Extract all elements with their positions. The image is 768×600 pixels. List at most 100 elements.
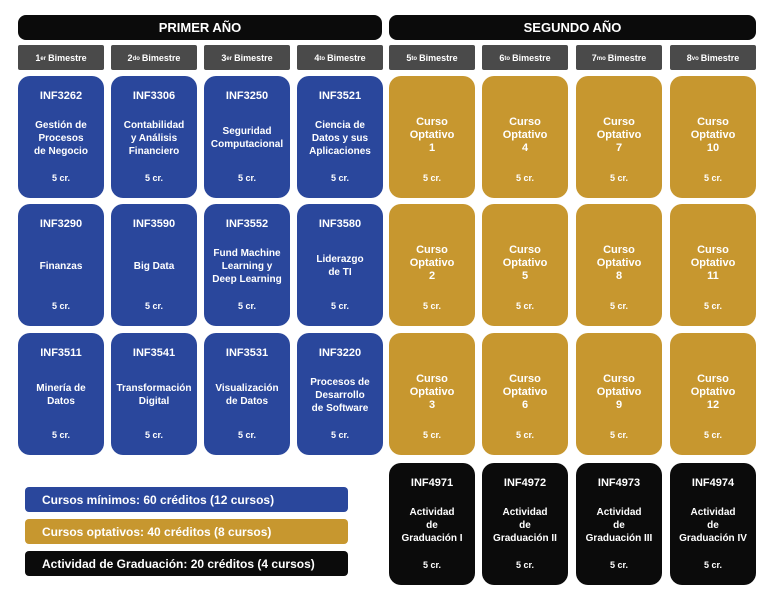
course-name: Curso Optativo 1 <box>409 115 455 154</box>
course-name: Ciencia de Datos y sus Aplicaciones <box>309 119 371 157</box>
term-number: 6 <box>499 52 505 63</box>
course-card: Curso Optativo 11 5 cr. <box>670 204 756 326</box>
course-code: INF3541 <box>132 347 176 359</box>
course-name: Actividad de Graduación IV <box>679 506 747 544</box>
course-credits: 5 cr. <box>144 173 164 183</box>
course-name: Visualización de Datos <box>215 383 279 407</box>
course-name: Actividad de Graduación I <box>401 506 463 544</box>
term-number: 2 <box>127 52 133 63</box>
course-credits: 5 cr. <box>515 430 535 440</box>
course-credits: 5 cr. <box>609 173 629 183</box>
course-credits: 5 cr. <box>422 301 442 311</box>
first-year-header: PRIMER AÑO <box>18 15 382 40</box>
course-credits: 5 cr. <box>51 430 71 440</box>
term-label: Bimestre <box>607 52 647 63</box>
term-label: Bimestre <box>141 52 181 63</box>
second-year-header: SEGUNDO AÑO <box>389 15 756 40</box>
course-name: Transformación Digital <box>116 383 192 407</box>
course-credits: 5 cr. <box>237 173 257 183</box>
course-credits: 5 cr. <box>515 301 535 311</box>
term-label: Bimestre <box>48 52 87 63</box>
course-code: INF3250 <box>225 90 269 102</box>
term-label: Bimestre <box>234 52 273 63</box>
course-name: Curso Optativo 3 <box>409 372 455 411</box>
course-name: Contabilidad y Análisis Financiero <box>123 119 185 157</box>
course-code: INF3306 <box>132 90 176 102</box>
course-code: INF3511 <box>40 347 82 359</box>
term-number: 8 <box>686 52 692 63</box>
course-credits: 5 cr. <box>51 173 71 183</box>
course-name: Curso Optativo 6 <box>502 372 548 411</box>
course-credits: 5 cr. <box>609 301 629 311</box>
course-code: INF3220 <box>318 347 362 359</box>
course-credits: 5 cr. <box>422 173 442 183</box>
course-name: Minería de Datos <box>36 383 86 407</box>
course-code: INF4974 <box>691 477 735 489</box>
course-credits: 5 cr. <box>144 301 164 311</box>
course-name: Actividad de Graduación III <box>585 506 653 544</box>
course-credits: 5 cr. <box>51 301 71 311</box>
term-label: Bimestre <box>512 52 551 63</box>
course-name: Gestión de Procesos de Negocio <box>34 119 88 157</box>
course-credits: 5 cr. <box>515 560 535 570</box>
course-credits: 5 cr. <box>144 430 164 440</box>
course-code: INF3552 <box>225 218 269 230</box>
course-card: Curso Optativo 6 5 cr. <box>482 333 568 455</box>
course-name: Curso Optativo 2 <box>409 243 455 282</box>
course-code: INF3262 <box>39 90 83 102</box>
course-credits: 5 cr. <box>703 430 723 440</box>
term-number: 3 <box>221 52 227 63</box>
course-name: Curso Optativo 7 <box>596 115 642 154</box>
course-code: INF4972 <box>503 477 547 489</box>
course-code: INF3531 <box>225 347 269 359</box>
course-credits: 5 cr. <box>237 430 257 440</box>
term-label: Bimestre <box>327 52 366 63</box>
course-name: Curso Optativo 4 <box>502 115 548 154</box>
course-name: Procesos de Desarrollo de Software <box>310 376 370 414</box>
course-name: Curso Optativo 10 <box>690 115 736 154</box>
course-code: INF3590 <box>132 218 176 230</box>
course-code: INF3580 <box>318 218 362 230</box>
term-label: Bimestre <box>419 52 458 63</box>
term-suffix: er <box>40 55 47 62</box>
term-suffix: do <box>132 55 140 62</box>
course-credits: 5 cr. <box>703 301 723 311</box>
course-credits: 5 cr. <box>703 560 723 570</box>
term-suffix: to <box>504 55 511 62</box>
legend-minimum-courses: Cursos mínimos: 60 créditos (12 cursos) <box>25 487 348 512</box>
course-name: Curso Optativo 5 <box>502 243 548 282</box>
course-name: Actividad de Graduación II <box>493 506 557 544</box>
term-number: 4 <box>314 52 320 63</box>
term-number: 7 <box>591 52 597 63</box>
course-credits: 5 cr. <box>330 173 350 183</box>
term-number: 5 <box>406 52 412 63</box>
term-suffix: er <box>226 55 233 62</box>
course-credits: 5 cr. <box>330 430 350 440</box>
course-name: Seguridad Computacional <box>210 126 284 150</box>
term-suffix: to <box>319 55 326 62</box>
course-credits: 5 cr. <box>237 301 257 311</box>
course-name: Curso Optativo 11 <box>690 243 736 282</box>
